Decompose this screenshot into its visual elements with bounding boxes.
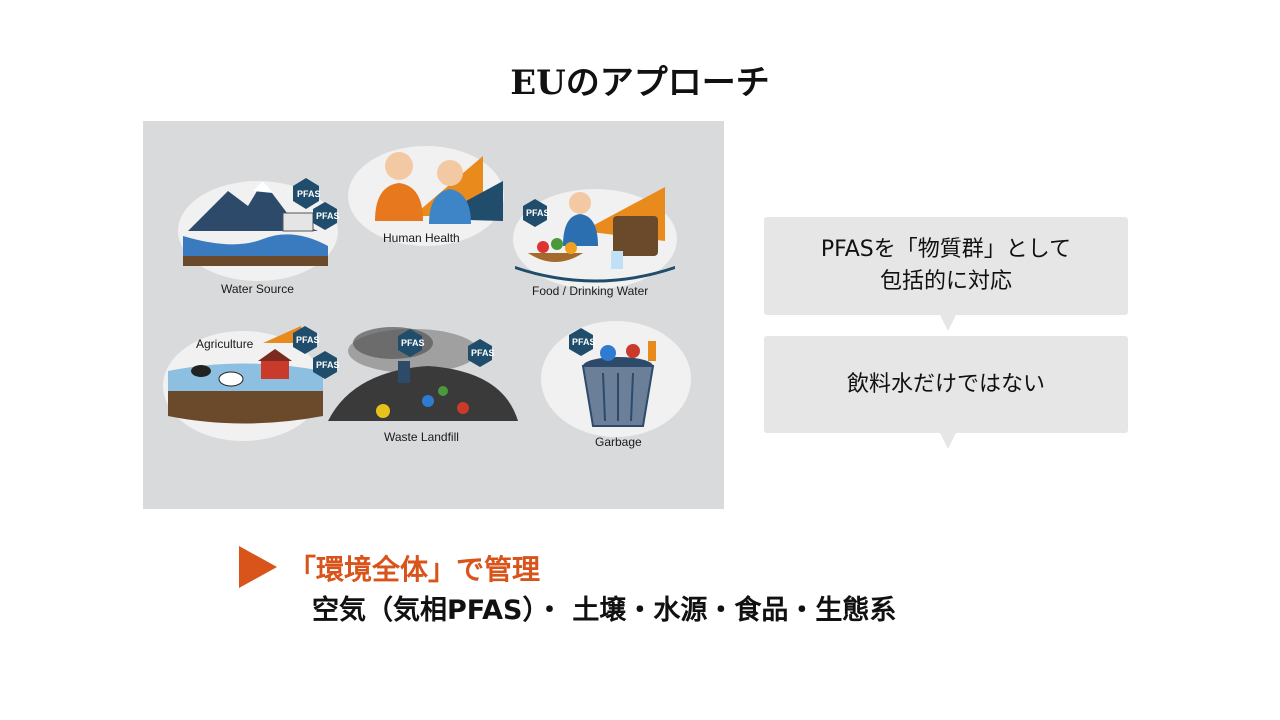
agriculture-scene: PFAS PFAS Agriculture bbox=[163, 326, 340, 441]
speech-bubble-2: 飲料水だけではない bbox=[764, 336, 1128, 449]
label-garbage: Garbage bbox=[595, 435, 642, 449]
pfas-illustration-svg: PFAS PFAS Water Source Human Health bbox=[163, 146, 691, 449]
water-source-scene: PFAS PFAS Water Source bbox=[178, 178, 340, 296]
pfas-hexagon-icon bbox=[293, 326, 317, 354]
svg-text:PFAS: PFAS bbox=[297, 189, 321, 199]
label-waste-landfill: Waste Landfill bbox=[384, 430, 459, 444]
pfas-hexagon-icon bbox=[523, 199, 547, 227]
pfas-illustration: PFAS PFAS Water Source Human Health bbox=[143, 121, 724, 509]
garbage-scene: PFAS Garbage bbox=[541, 321, 691, 449]
label-water-source: Water Source bbox=[221, 282, 294, 296]
waste-landfill-scene: PFAS PFAS Waste Landfill bbox=[328, 327, 518, 444]
pfas-hexagon-icon bbox=[313, 202, 337, 230]
man-head bbox=[385, 152, 413, 180]
pfas-hexagon-icon bbox=[468, 339, 492, 367]
conclusion-headline: 「環境全体」で管理 bbox=[288, 553, 541, 586]
label-food-drinking-water: Food / Drinking Water bbox=[532, 284, 648, 298]
food-scene: PFAS Food / Drinking Water bbox=[513, 187, 677, 298]
svg-text:PFAS: PFAS bbox=[526, 208, 550, 218]
bubble-1-text: PFASを「物質群」として 包括的に対応 bbox=[820, 237, 1072, 294]
svg-text:PFAS: PFAS bbox=[296, 335, 320, 345]
slide-title: EUのアプローチ bbox=[510, 63, 770, 103]
label-human-health: Human Health bbox=[383, 231, 460, 245]
bubble-2-text: 飲料水だけではない bbox=[846, 371, 1045, 397]
svg-text:PFAS: PFAS bbox=[316, 211, 340, 221]
svg-text:PFAS: PFAS bbox=[471, 348, 495, 358]
pfas-hexagon-icon bbox=[313, 351, 337, 379]
svg-text:PFAS: PFAS bbox=[572, 337, 596, 347]
pfas-hexagon-icon bbox=[569, 328, 593, 356]
svg-text:PFAS: PFAS bbox=[401, 338, 425, 348]
human-health-scene: Human Health bbox=[348, 146, 504, 246]
label-agriculture: Agriculture bbox=[196, 337, 254, 351]
svg-text:PFAS: PFAS bbox=[316, 360, 340, 370]
woman-head bbox=[437, 160, 463, 186]
play-arrow-icon bbox=[239, 546, 277, 588]
speech-bubble-1: PFASを「物質群」として 包括的に対応 bbox=[764, 217, 1128, 331]
conclusion-subline: 空気（気相PFAS）・ 土壌・水源・食品・生態系 bbox=[312, 595, 897, 626]
pfas-hexagon-icon bbox=[293, 178, 319, 209]
pfas-hexagon-icon bbox=[398, 329, 422, 357]
